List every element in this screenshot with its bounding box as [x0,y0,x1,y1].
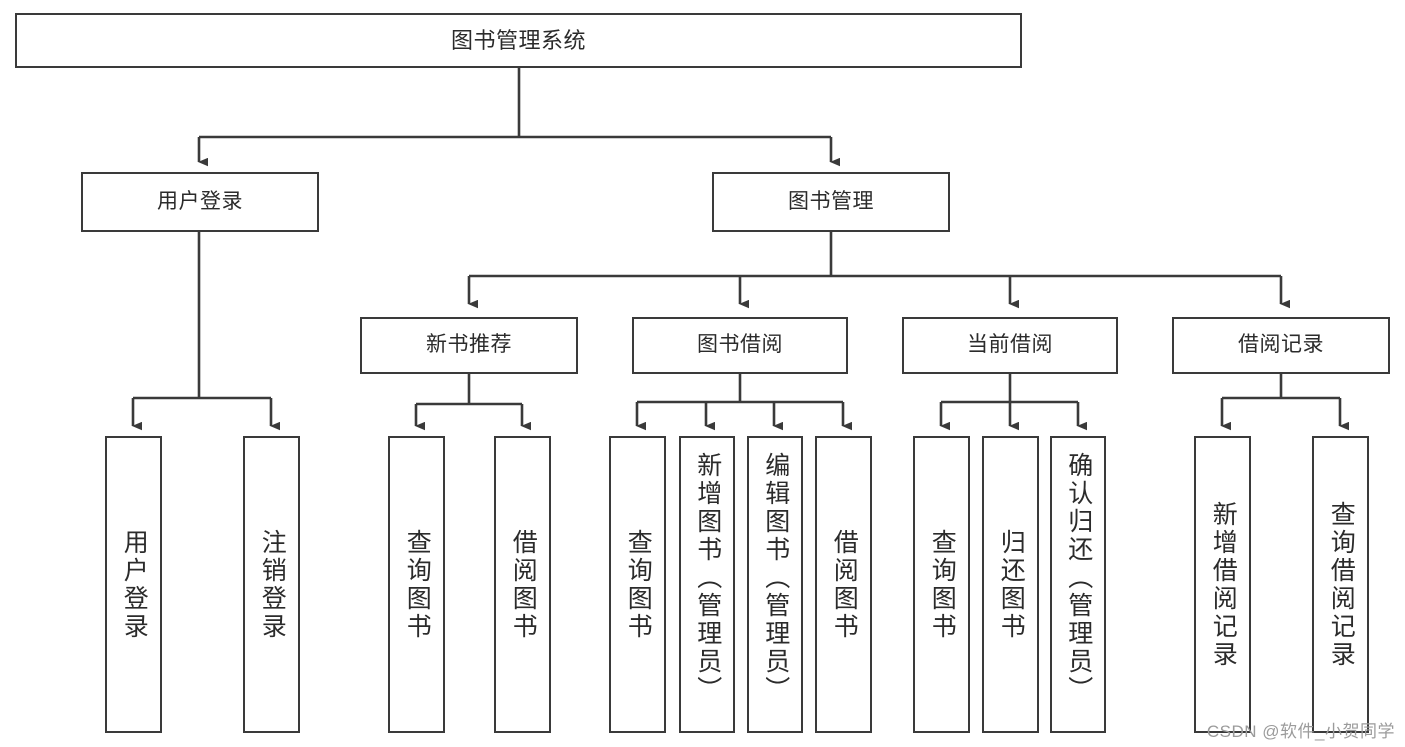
leaf-recommend-query-book-label: 查询图书 [403,528,432,641]
leaf-add-book-admin[interactable]: 新增图书（管理员） [679,436,735,733]
leaf-query-borrow-record[interactable]: 查询借阅记录 [1312,436,1369,733]
node-book-management-label: 图书管理 [788,189,874,213]
leaf-add-borrow-record[interactable]: 新增借阅记录 [1194,436,1251,733]
leaf-add-book-admin-label: 新增图书（管理员） [693,452,722,704]
node-current-borrow[interactable]: 当前借阅 [902,317,1118,374]
leaf-borrow-book-label: 借阅图书 [830,528,859,641]
leaf-edit-book-admin-label: 编辑图书（管理员） [761,452,790,704]
node-book-borrow-label: 图书借阅 [697,333,783,357]
node-book-borrow[interactable]: 图书借阅 [632,317,848,374]
leaf-logout-label: 注销登录 [258,528,287,641]
node-user-login-label: 用户登录 [157,189,243,213]
leaf-user-login[interactable]: 用户登录 [105,436,162,733]
leaf-return-book[interactable]: 归还图书 [982,436,1039,733]
leaf-logout[interactable]: 注销登录 [243,436,300,733]
leaf-confirm-return-admin[interactable]: 确认归还（管理员） [1050,436,1106,733]
leaf-current-query-book[interactable]: 查询图书 [913,436,970,733]
node-root-label: 图书管理系统 [450,27,586,53]
node-borrow-record[interactable]: 借阅记录 [1172,317,1390,374]
node-current-borrow-label: 当前借阅 [967,333,1053,357]
leaf-confirm-return-admin-label: 确认归还（管理员） [1064,452,1093,704]
leaf-edit-book-admin[interactable]: 编辑图书（管理员） [747,436,803,733]
node-user-login[interactable]: 用户登录 [81,172,319,232]
node-root[interactable]: 图书管理系统 [15,13,1022,68]
leaf-add-borrow-record-label: 新增借阅记录 [1209,500,1238,669]
leaf-borrow-query-book[interactable]: 查询图书 [609,436,666,733]
leaf-user-login-label: 用户登录 [120,528,149,641]
node-borrow-record-label: 借阅记录 [1238,333,1324,357]
leaf-current-query-book-label: 查询图书 [928,528,957,641]
leaf-recommend-borrow-book[interactable]: 借阅图书 [494,436,551,733]
leaf-query-borrow-record-label: 查询借阅记录 [1327,500,1356,669]
node-book-management[interactable]: 图书管理 [712,172,950,232]
node-new-book-recommend-label: 新书推荐 [426,333,512,357]
leaf-recommend-query-book[interactable]: 查询图书 [388,436,445,733]
leaf-return-book-label: 归还图书 [997,528,1026,641]
leaf-borrow-book[interactable]: 借阅图书 [815,436,872,733]
csdn-watermark: CSDN @软件_小贺同学 [1206,722,1395,741]
leaf-borrow-query-book-label: 查询图书 [624,528,653,641]
node-new-book-recommend[interactable]: 新书推荐 [360,317,578,374]
leaf-recommend-borrow-book-label: 借阅图书 [509,528,538,641]
